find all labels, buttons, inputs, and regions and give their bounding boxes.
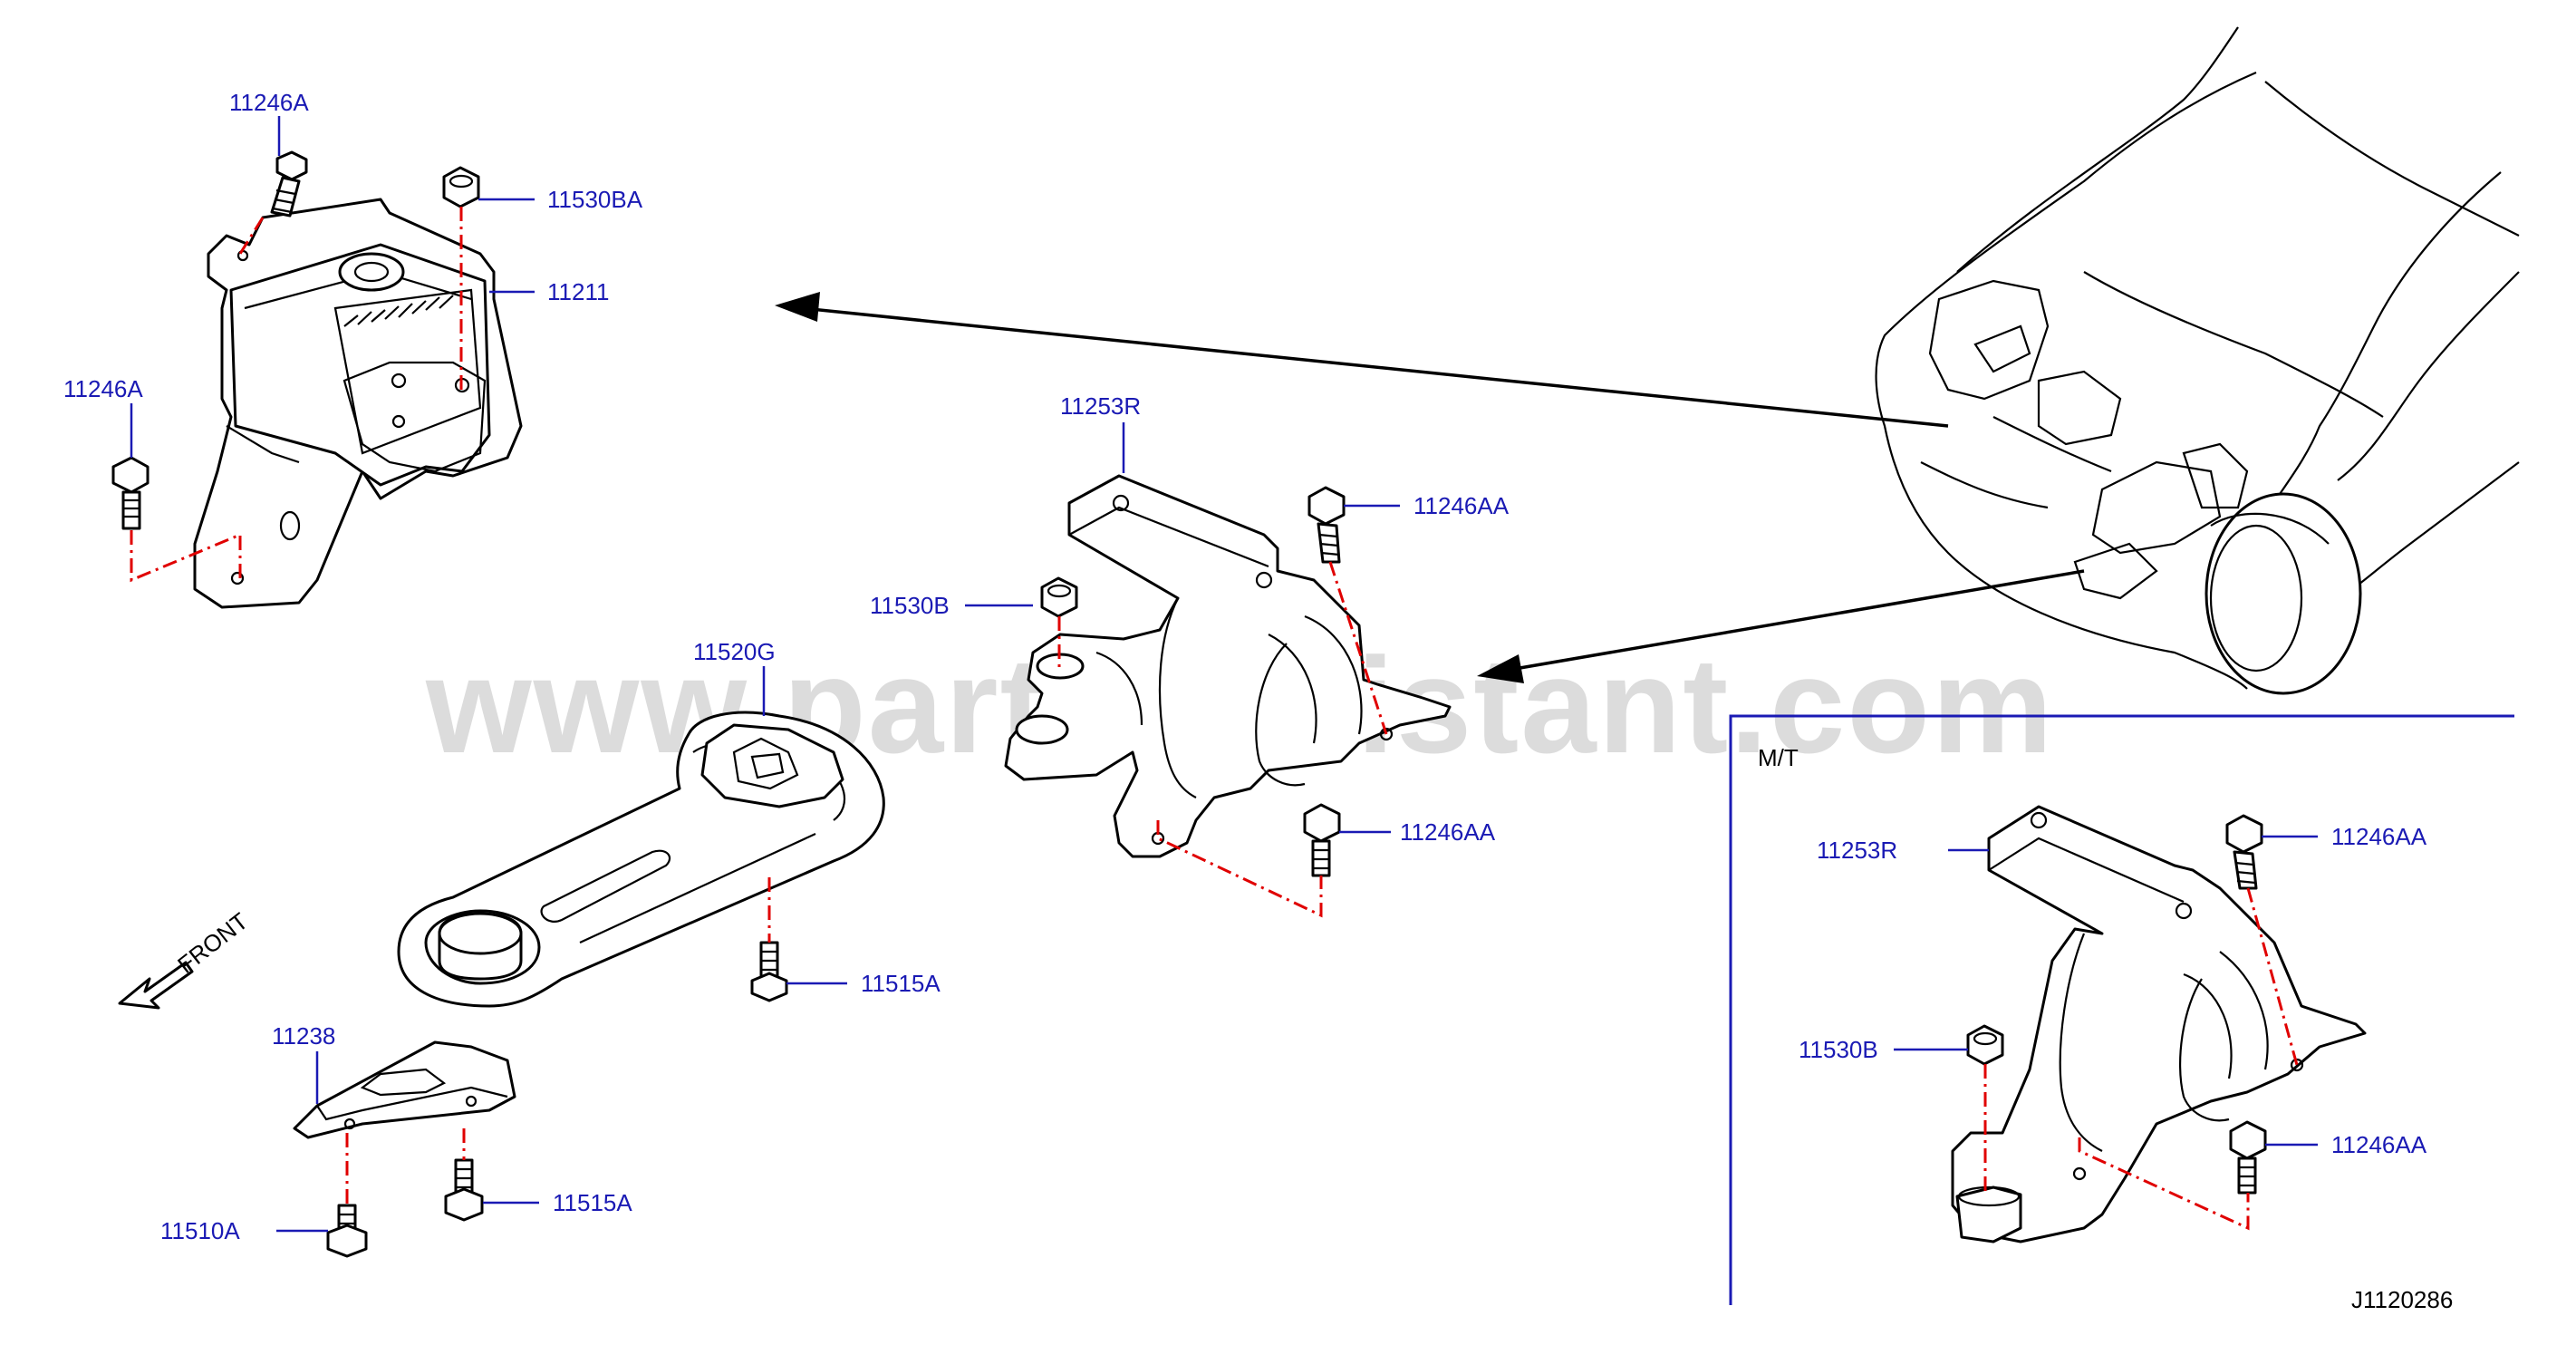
bolt-11510a bbox=[326, 1204, 368, 1258]
callout-11246aa-mt-top: 11246AA bbox=[2331, 823, 2427, 850]
bolt-11246a-left bbox=[111, 456, 150, 530]
nut-11530b-center bbox=[1040, 576, 1078, 618]
bolt-11246aa-mid bbox=[1303, 803, 1341, 877]
callout-11510a: 11510A bbox=[160, 1217, 240, 1244]
front-label: FRONT bbox=[172, 907, 253, 979]
front-direction-indicator: FRONT bbox=[118, 907, 253, 1010]
bolt-11515a-mid bbox=[750, 941, 788, 1002]
callout-11253r-main: 11253R bbox=[1060, 392, 1141, 420]
mt-section: M/T bbox=[1729, 714, 2514, 1305]
pointer-arrows bbox=[775, 292, 2085, 683]
vehicle-outline bbox=[1875, 26, 2520, 695]
assembly-centerlines bbox=[130, 207, 2299, 1231]
bolt-11246a-top bbox=[270, 150, 308, 218]
callout-11238: 11238 bbox=[272, 1022, 335, 1050]
callout-11515a-low: 11515A bbox=[553, 1189, 632, 1216]
engine-mount-11211 bbox=[193, 198, 523, 609]
bolt-11246aa-mt-low bbox=[2229, 1120, 2267, 1195]
callout-11246a-top: 11246A bbox=[229, 89, 309, 116]
callout-11246a-left: 11246A bbox=[63, 375, 143, 402]
callout-11515a-mid: 11515A bbox=[861, 970, 941, 997]
transmission-mount-11253r bbox=[1004, 474, 1452, 858]
callout-11246aa-top: 11246AA bbox=[1413, 492, 1510, 519]
nut-11530ba bbox=[442, 166, 480, 208]
bracket-11238 bbox=[293, 1040, 516, 1139]
diagram-id: J1120286 bbox=[2351, 1286, 2453, 1313]
callout-11530b-main: 11530B bbox=[870, 592, 950, 619]
transmission-mount-11253r-mt bbox=[1951, 805, 2367, 1243]
callout-11246aa-mid: 11246AA bbox=[1400, 818, 1496, 846]
bolt-11515a-low bbox=[444, 1158, 484, 1222]
mt-label: M/T bbox=[1758, 744, 1799, 771]
callout-11530b-mt: 11530B bbox=[1799, 1036, 1878, 1063]
bolt-11246aa-top bbox=[1307, 486, 1346, 564]
callout-11520g: 11520G bbox=[693, 638, 776, 665]
callout-11253r-mt: 11253R bbox=[1817, 837, 1897, 864]
bolt-11246aa-mt-top bbox=[2225, 814, 2263, 890]
callout-leaders bbox=[130, 116, 2318, 1233]
callout-11211: 11211 bbox=[547, 278, 609, 305]
torque-rod-11520g bbox=[397, 711, 885, 1008]
nut-11530b-mt bbox=[1966, 1024, 2004, 1066]
callout-11246aa-mt-low: 11246AA bbox=[2331, 1131, 2427, 1158]
callout-labels: 11246A 11530BA 11211 11246A 11253R 11246… bbox=[63, 89, 2427, 1244]
callout-11530ba: 11530BA bbox=[547, 186, 643, 213]
